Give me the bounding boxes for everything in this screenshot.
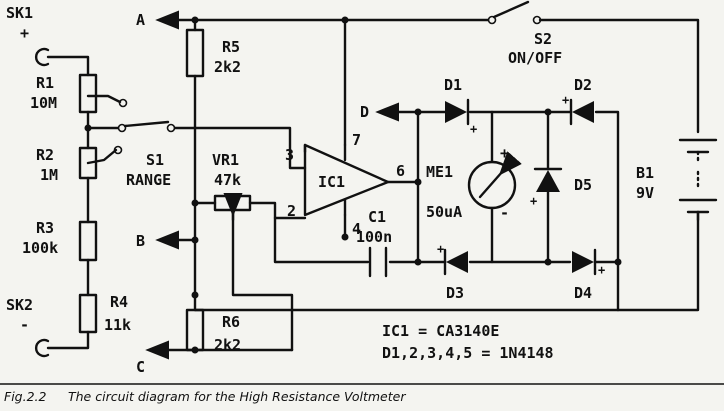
resistor-r3 — [78, 220, 98, 262]
terminal-c-label: C — [136, 358, 145, 376]
d5-label: D5 — [574, 176, 592, 194]
pin2-label: 2 — [287, 202, 296, 220]
parts-notes: IC1 = CA3140E D1,2,3,4,5 = 1N4148 — [382, 322, 554, 362]
wires — [46, 18, 700, 352]
r2-name: R2 — [36, 146, 54, 164]
svg-text:+: + — [437, 242, 444, 256]
d1-label: D1 — [444, 76, 462, 94]
r5-value: 2k2 — [214, 58, 241, 76]
terminal-b-label: B — [136, 232, 145, 250]
pin7-label: 7 — [352, 131, 361, 149]
r6-value: 2k2 — [214, 336, 241, 354]
caption-fig: Fig.2.2 — [4, 389, 46, 404]
vr1-name: VR1 — [212, 151, 239, 169]
r5-name: R5 — [222, 38, 240, 56]
resistor-r4 — [78, 293, 98, 334]
d3-label: D3 — [446, 284, 464, 302]
d4-label: D4 — [574, 284, 592, 302]
sk1-label: SK1 — [6, 4, 33, 22]
c1-name: C1 — [368, 208, 386, 226]
svg-text:+: + — [598, 263, 605, 277]
me1-minus: - — [500, 204, 509, 222]
d2-label: D2 — [574, 76, 592, 94]
diode-d2 — [569, 98, 594, 126]
resistor-r1 — [78, 73, 98, 114]
ic1-label: IC1 — [318, 173, 345, 191]
svg-text:+: + — [530, 194, 537, 208]
resistor-r2 — [78, 146, 98, 180]
r4-name: R4 — [110, 293, 128, 311]
c1-value: 100n — [356, 228, 392, 246]
polarity-marks: + + + + + — [437, 93, 605, 277]
r1-value: 10M — [30, 94, 57, 112]
battery-b1 — [678, 138, 718, 222]
diode-d5 — [533, 167, 563, 192]
r6-name: R6 — [222, 313, 240, 331]
sk2-label: SK2 — [6, 296, 33, 314]
r1-name: R1 — [36, 74, 54, 92]
r3-value: 100k — [22, 239, 58, 257]
terminal-a-label: A — [136, 11, 145, 29]
s2-name: S2 — [534, 30, 552, 48]
pin3-label: 3 — [285, 146, 294, 164]
socket-sk1 — [35, 47, 50, 67]
junction-dots — [84, 16, 622, 354]
note-ic: IC1 = CA3140E — [382, 322, 499, 340]
svg-text:+: + — [562, 93, 569, 107]
socket-sk2 — [35, 338, 50, 358]
power-switch-s2 — [487, 0, 542, 25]
me1-name: ME1 — [426, 163, 453, 181]
terminal-d-label: D — [360, 103, 369, 121]
r4-value: 11k — [104, 316, 131, 334]
s1-name: S1 — [146, 151, 164, 169]
resistor-r5 — [185, 28, 205, 78]
sk1-plus-label: + — [20, 24, 29, 42]
diode-d4 — [572, 248, 597, 276]
b1-name: B1 — [636, 164, 654, 182]
vr1-value: 47k — [214, 171, 241, 189]
meter-me1 — [467, 151, 522, 210]
s2-desc: ON/OFF — [508, 49, 562, 67]
pin4-label: 4 — [352, 220, 361, 238]
r3-name: R3 — [36, 219, 54, 237]
range-switch-s1 — [113, 98, 176, 155]
preset-vr1 — [213, 192, 252, 222]
terminal-arrows — [145, 10, 400, 360]
component-labels: SK1 + SK2 - R1 10M R2 1M R3 100k R4 11k … — [6, 4, 654, 376]
resistor-r6 — [185, 308, 205, 352]
sk2-minus-label: - — [20, 316, 29, 334]
r2-value: 1M — [40, 166, 58, 184]
me1-value: 50uA — [426, 203, 462, 221]
diode-d3 — [443, 248, 468, 276]
caption-text: The circuit diagram for the High Resista… — [68, 389, 406, 404]
capacitor-c1 — [368, 246, 388, 278]
s1-desc: RANGE — [126, 171, 171, 189]
svg-text:+: + — [470, 122, 477, 136]
opamp-ic1 — [303, 143, 390, 217]
me1-plus: + — [500, 144, 509, 162]
note-diodes: D1,2,3,4,5 = 1N4148 — [382, 344, 554, 362]
pin6-label: 6 — [396, 162, 405, 180]
diode-d1 — [445, 98, 470, 126]
b1-value: 9V — [636, 184, 654, 202]
